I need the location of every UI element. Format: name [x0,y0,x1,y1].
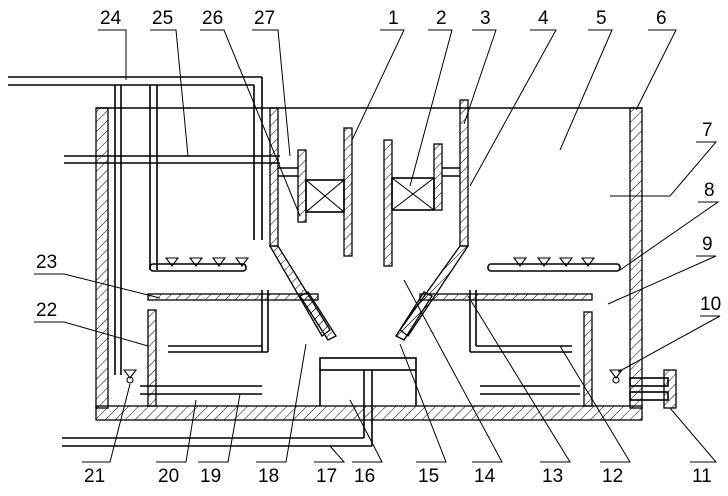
callout-label: 14 [474,466,496,487]
outlet-nozzle [629,369,677,409]
callout-label: 25 [152,8,173,29]
callout-label: 4 [538,8,549,29]
callout-label: 16 [354,466,375,487]
rotor-assembly [269,99,469,267]
tank-body [95,107,643,421]
callout-label: 6 [656,8,667,29]
callout-labels: 24 25 26 27 1 2 3 4 5 6 7 8 9 10 23 22 2… [36,8,721,487]
hopper-funnel [268,245,470,341]
callout-label: 5 [596,8,607,29]
callout-label: 19 [200,466,221,487]
callout-label: 9 [702,234,713,255]
spray-manifold-left [149,257,250,272]
tank-right-wall [629,107,643,409]
callout-label: 11 [692,466,712,487]
callout-label: 15 [418,466,439,487]
callout-label: 20 [158,466,179,487]
callout-label: 10 [700,294,721,315]
callout-label: 22 [36,300,57,321]
spray-manifold-right [487,257,621,272]
callout-label: 1 [388,8,399,29]
bottom-pipes [62,357,580,447]
callout-label: 8 [704,180,715,201]
valves [122,369,624,384]
callout-label: 17 [316,466,337,487]
trays [147,290,593,353]
tank-bottom [95,405,643,421]
partitions [147,309,593,407]
callout-label: 3 [480,8,491,29]
callout-label: 27 [254,8,275,29]
callout-label: 18 [258,466,279,487]
feed-pipes [8,76,280,375]
callout-label: 26 [202,8,223,29]
callout-label: 23 [36,252,57,273]
callout-label: 12 [602,466,623,487]
callout-label: 13 [542,466,563,487]
tank-left-wall [95,107,109,409]
callout-label: 21 [84,466,105,487]
callout-label: 24 [100,8,122,29]
callout-label: 7 [702,120,713,141]
leader-lines [34,29,721,463]
callout-label: 2 [436,8,447,29]
